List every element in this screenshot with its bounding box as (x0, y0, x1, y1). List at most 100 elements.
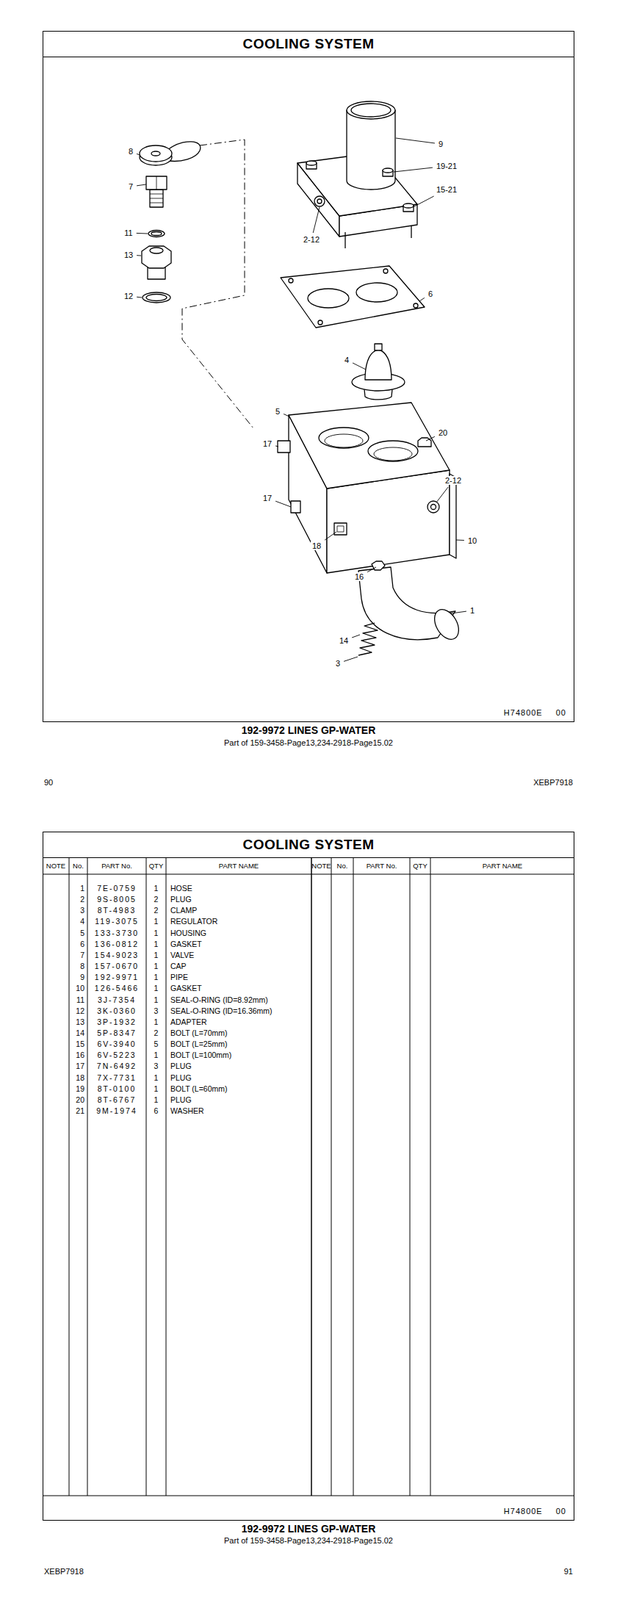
callout-number: 15-21 (434, 185, 459, 194)
item-number: 15 (75, 1040, 85, 1049)
part-name: SEAL-O-RING (ID=8.92mm) (170, 996, 269, 1005)
part-name: PLUG (170, 895, 192, 905)
part-number: 9S-8005 (96, 895, 137, 905)
callout-number: 7 (127, 182, 135, 191)
o-ring (151, 232, 162, 236)
part-number: 126-5466 (94, 984, 139, 994)
column-header: QTY (149, 861, 164, 869)
item-number: 2 (80, 895, 85, 905)
clamp (358, 622, 378, 656)
part-drawing (431, 504, 437, 510)
part-number: 5P-8347 (96, 1029, 137, 1038)
part-drawing (139, 101, 464, 656)
gasket-hole (307, 288, 349, 308)
regulator (365, 349, 392, 380)
o-ring (142, 292, 171, 303)
port (314, 196, 325, 207)
quantity: 6 (154, 1106, 159, 1116)
table-rules (409, 857, 411, 1496)
quantity: 1 (154, 984, 159, 994)
page-number: 90 (44, 777, 53, 787)
table-rules (430, 857, 432, 1496)
table-rules (69, 857, 70, 1496)
callout-number: 14 (337, 636, 350, 645)
item-number: 6 (80, 940, 85, 950)
leader-line (136, 184, 147, 186)
housing-bore (367, 440, 418, 462)
leader-line (393, 167, 433, 172)
callout-number: 12 (122, 291, 135, 301)
item-number: 11 (76, 996, 85, 1005)
part-name: WASHER (170, 1106, 205, 1116)
cap-hole (151, 151, 161, 156)
leader-line (283, 414, 290, 417)
callout-number: 10 (466, 536, 479, 546)
leader-line (426, 436, 435, 441)
part-name: HOUSING (170, 929, 207, 938)
leader-line (367, 567, 377, 573)
quantity: 1 (154, 918, 159, 927)
item-number: 12 (75, 1007, 85, 1016)
pipe-tube (346, 101, 396, 119)
part-number: 136-0812 (94, 940, 139, 950)
table-rules (310, 857, 313, 1496)
page-number: 91 (564, 1566, 573, 1576)
leader-line (136, 153, 140, 155)
housing-bore (324, 434, 363, 448)
column-header: No. (337, 861, 349, 869)
part-name: BOLT (L=25mm) (170, 1040, 228, 1049)
bolt (382, 168, 393, 173)
quantity: 1 (154, 1095, 159, 1105)
part-drawing (383, 268, 388, 274)
part-name: BOLT (L=60mm) (170, 1084, 228, 1094)
item-number: 17 (75, 1062, 85, 1072)
leader-line (395, 138, 435, 144)
adapter (147, 267, 166, 280)
bolt (403, 203, 414, 208)
callout-number: 17 (261, 493, 274, 503)
table-rules (166, 857, 167, 1496)
item-number: 20 (75, 1095, 85, 1105)
table-rules (331, 857, 333, 1496)
table-rules (42, 1495, 575, 1497)
part-name: ADAPTER (170, 1018, 208, 1027)
leader-line (456, 539, 465, 541)
leader-line (419, 297, 425, 302)
housing-bore (373, 447, 413, 461)
regulator (374, 343, 382, 351)
drawing-code: H74800E 00 (503, 708, 567, 717)
o-ring (146, 294, 167, 302)
callout-number: 2-12 (301, 235, 321, 244)
part-name: HOSE (170, 884, 193, 894)
part-name: PLUG (170, 1073, 192, 1083)
quantity: 2 (154, 907, 159, 916)
callout-number: 19-21 (434, 161, 459, 171)
item-number: 3 (80, 907, 85, 916)
part-name: CAP (170, 962, 187, 972)
callout-number: 4 (343, 355, 351, 365)
quantity: 2 (154, 895, 159, 905)
part-number: 154-9023 (94, 951, 139, 961)
item-number: 7 (80, 951, 85, 961)
part-number: 3J-7354 (97, 996, 136, 1005)
section-heading: COOLING SYSTEM (43, 832, 574, 858)
cap (139, 145, 172, 162)
housing (288, 402, 450, 489)
part-name: SEAL-O-RING (ID=16.36mm) (170, 1007, 273, 1016)
adapter-bore (149, 247, 164, 254)
part-number: 8T-6767 (97, 1095, 137, 1105)
plug (290, 500, 301, 513)
part-number: 7E-0759 (96, 884, 137, 894)
part-name: PLUG (170, 1095, 192, 1105)
quantity: 1 (154, 996, 159, 1005)
item-number: 9 (80, 973, 85, 983)
caption-title: 192-9972 LINES GP-WATER (241, 1523, 377, 1535)
item-number: 10 (75, 984, 85, 994)
table-rules (87, 857, 89, 1496)
callout-number: 2-12 (443, 475, 463, 485)
part-drawing (317, 199, 322, 204)
callout-number: 5 (273, 406, 282, 416)
leader-line (136, 296, 142, 299)
part-number: 157-0670 (94, 962, 139, 972)
